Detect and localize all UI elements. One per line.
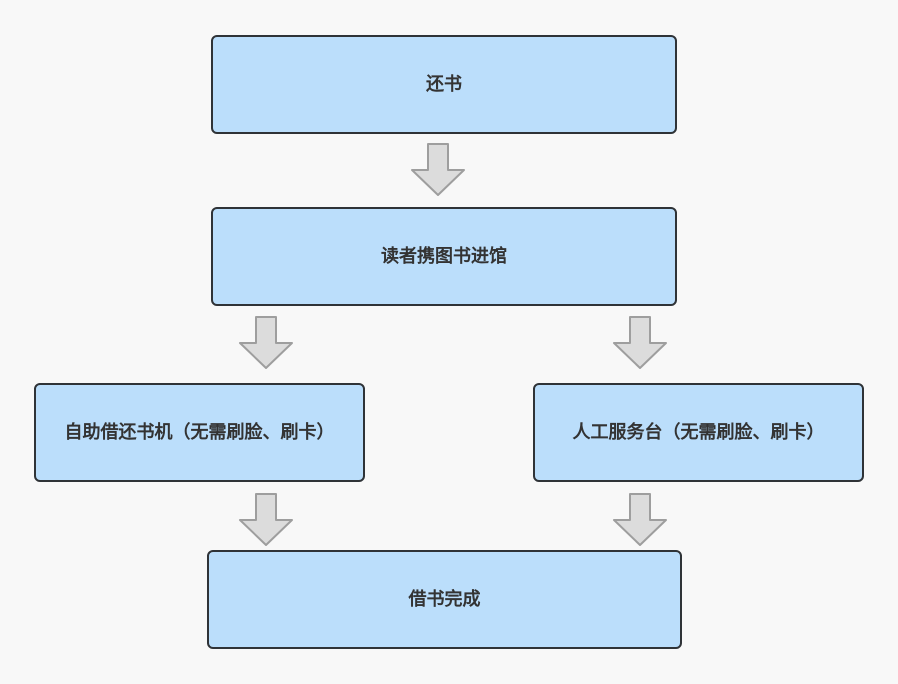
- down-arrow-icon: [409, 143, 467, 197]
- self-service-machine-node: 自助借还书机（无需刷脸、刷卡）: [34, 383, 365, 482]
- borrow-complete-label: 借书完成: [408, 588, 481, 610]
- manual-service-desk-label: 人工服务台（无需刷脸、刷卡）: [572, 421, 825, 443]
- reader-brings-book-node: 读者携图书进馆: [211, 207, 677, 306]
- down-arrow-icon: [611, 316, 669, 370]
- self-service-machine-label: 自助借还书机（无需刷脸、刷卡）: [64, 421, 335, 443]
- down-arrow-icon: [611, 493, 669, 547]
- borrow-complete-node: 借书完成: [207, 550, 682, 649]
- return-book-label: 还书: [426, 73, 462, 95]
- down-arrow-icon: [237, 316, 295, 370]
- down-arrow-icon: [237, 493, 295, 547]
- return-book-node: 还书: [211, 35, 677, 134]
- manual-service-desk-node: 人工服务台（无需刷脸、刷卡）: [533, 383, 864, 482]
- reader-brings-book-label: 读者携图书进馆: [381, 245, 507, 267]
